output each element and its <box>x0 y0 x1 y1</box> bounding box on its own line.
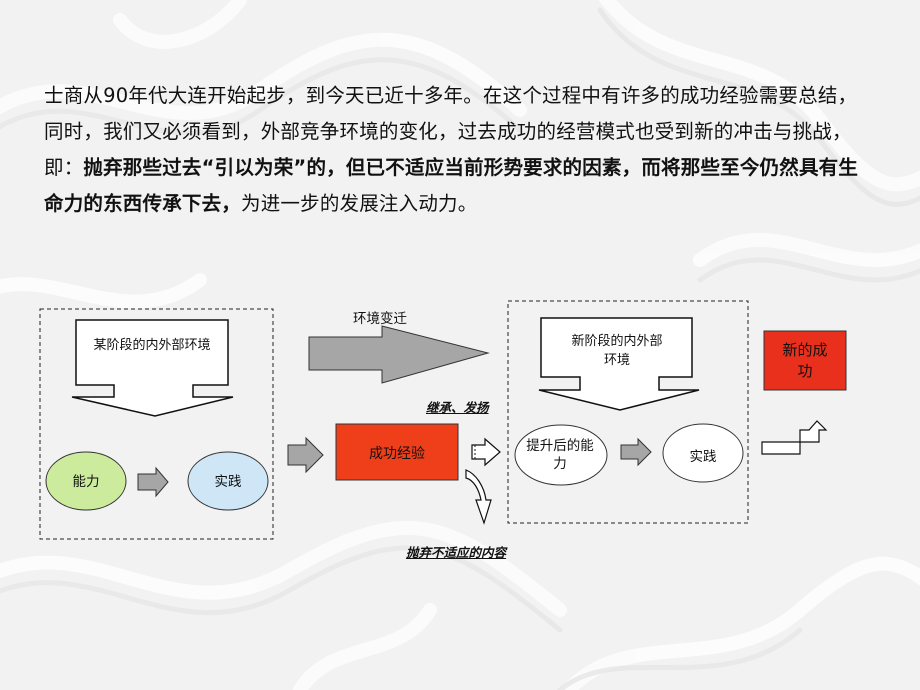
left-env-callout <box>71 319 234 417</box>
practice-ellipse <box>187 451 269 511</box>
inherit-label: 继承、发扬 <box>426 400 489 415</box>
practice2-ellipse <box>662 423 744 483</box>
practice2-label: 实践 <box>689 449 717 465</box>
ability-to-practice-arrow <box>137 466 169 498</box>
right-env-label: 新阶段的内外部环境 <box>571 334 663 368</box>
env-change-label: 环境变迁 <box>353 311 407 327</box>
right-env-callout <box>538 317 700 411</box>
to-new-success-arrow <box>761 420 828 455</box>
new-success-label: 新的成功 <box>782 341 828 380</box>
abandon-label: 抛弃不适应的内容 <box>406 545 507 560</box>
improved-ability-ellipse <box>514 424 608 486</box>
right-stage-box <box>507 300 749 524</box>
left-env-label: 某阶段的内外部环境 <box>93 338 211 353</box>
new-success-box <box>763 330 847 391</box>
paragraph-part-3: 为进一步的发展注入动力。 <box>241 192 478 215</box>
inherit-arrow <box>471 437 501 467</box>
to-success-arrow <box>287 436 324 474</box>
env-change-arrow <box>308 325 490 384</box>
success-experience-box <box>335 423 459 481</box>
paragraph-part-1: 士商从90年代大连开始起步，到今天已近十多年。在这个过程中有许多的成功经验需要总… <box>44 84 858 179</box>
ability-label: 能力 <box>72 474 100 490</box>
success-experience-label: 成功经验 <box>369 446 425 462</box>
abandon-arrow <box>465 469 492 525</box>
improved-ability-label: 提升后的能力 <box>526 438 594 472</box>
practice-label: 实践 <box>214 474 242 490</box>
ability-ellipse <box>45 451 127 511</box>
paragraph-part-2-bold: 抛弃那些过去“引以为荣”的，但已不适应当前形势要求的因素，而将那些至今仍然具有生… <box>44 156 859 215</box>
improved-to-practice-arrow <box>620 437 652 467</box>
intro-paragraph: 士商从90年代大连开始起步，到今天已近十多年。在这个过程中有许多的成功经验需要总… <box>44 78 874 222</box>
